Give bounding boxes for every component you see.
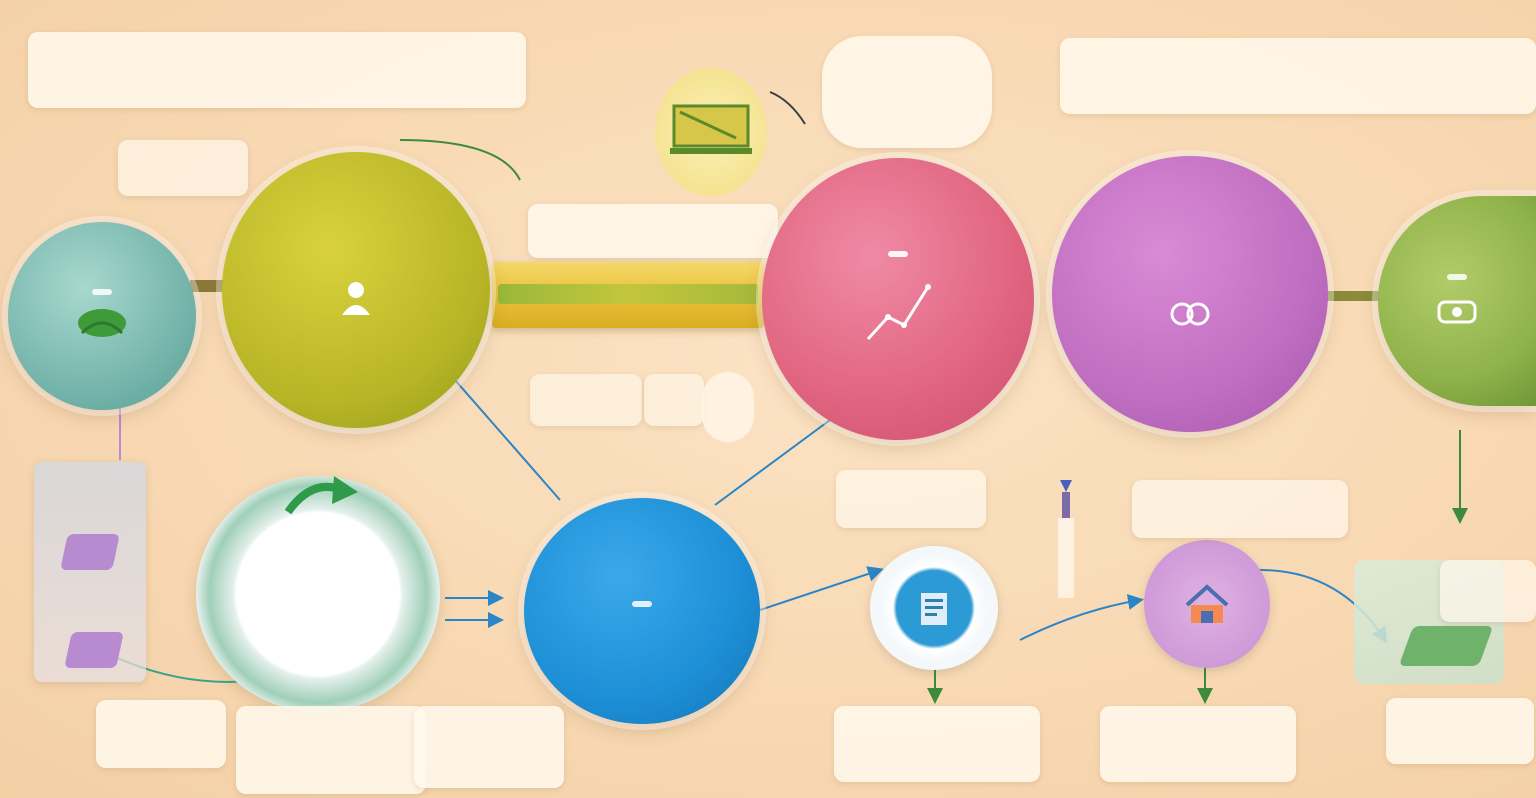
figure-icon bbox=[1046, 474, 1086, 604]
purple-node[interactable] bbox=[1052, 156, 1328, 432]
teal-node[interactable] bbox=[8, 222, 196, 410]
green-side-note bbox=[1440, 560, 1536, 622]
left-note bbox=[118, 140, 248, 196]
person-icon bbox=[336, 277, 376, 317]
purple-below-note bbox=[1132, 480, 1348, 538]
left-stack-panel bbox=[34, 462, 146, 682]
gear-icon bbox=[1435, 296, 1479, 328]
chart-icon bbox=[858, 277, 938, 347]
easel-icon bbox=[655, 68, 767, 196]
link-olive-blue bbox=[454, 379, 561, 501]
gauge-node[interactable] bbox=[870, 546, 998, 670]
link-top-curve bbox=[399, 139, 521, 181]
stack-cube-1-icon bbox=[60, 534, 120, 570]
house-icon bbox=[1185, 584, 1229, 623]
blue-node[interactable] bbox=[524, 498, 760, 724]
center-bubble bbox=[702, 372, 754, 442]
leaf-icon bbox=[72, 303, 132, 343]
stack-cube-2-icon bbox=[64, 632, 124, 668]
pink-node[interactable] bbox=[762, 158, 1034, 440]
link-pink-blue bbox=[714, 419, 831, 506]
bottom-note-center bbox=[414, 706, 564, 788]
link-blue-gauge bbox=[759, 566, 884, 611]
top-center-callout bbox=[822, 36, 992, 148]
blue-node-label bbox=[632, 601, 652, 607]
bottom-note-right bbox=[1386, 698, 1534, 764]
right-tile-icon bbox=[1398, 626, 1494, 666]
pink-node-label bbox=[888, 251, 908, 257]
refresh-arrow-icon bbox=[282, 468, 362, 518]
green-node-label bbox=[1447, 274, 1467, 280]
center-hint-a bbox=[530, 374, 642, 426]
link-callout-arrow bbox=[769, 91, 806, 125]
center-hint-b bbox=[644, 374, 704, 426]
pink-below-note bbox=[836, 470, 986, 528]
bottom-note-cycle bbox=[236, 706, 426, 794]
green-node[interactable] bbox=[1378, 196, 1536, 406]
bottom-note-lilac bbox=[1100, 706, 1296, 782]
link-gauge-lilac bbox=[1019, 594, 1144, 641]
gauge-icon bbox=[921, 593, 947, 625]
bridge-strip bbox=[498, 284, 758, 304]
olive-node[interactable] bbox=[222, 152, 490, 428]
bottom-note-gauge bbox=[834, 706, 1040, 782]
top-right-callout bbox=[1060, 38, 1536, 114]
bottom-note-left bbox=[96, 700, 226, 768]
teal-node-label bbox=[92, 289, 112, 295]
lilac-node[interactable] bbox=[1144, 540, 1270, 668]
link-icon bbox=[1165, 294, 1215, 334]
cycle-node[interactable] bbox=[196, 476, 440, 712]
intro-note bbox=[28, 32, 526, 108]
bridge-label-box bbox=[528, 204, 778, 258]
